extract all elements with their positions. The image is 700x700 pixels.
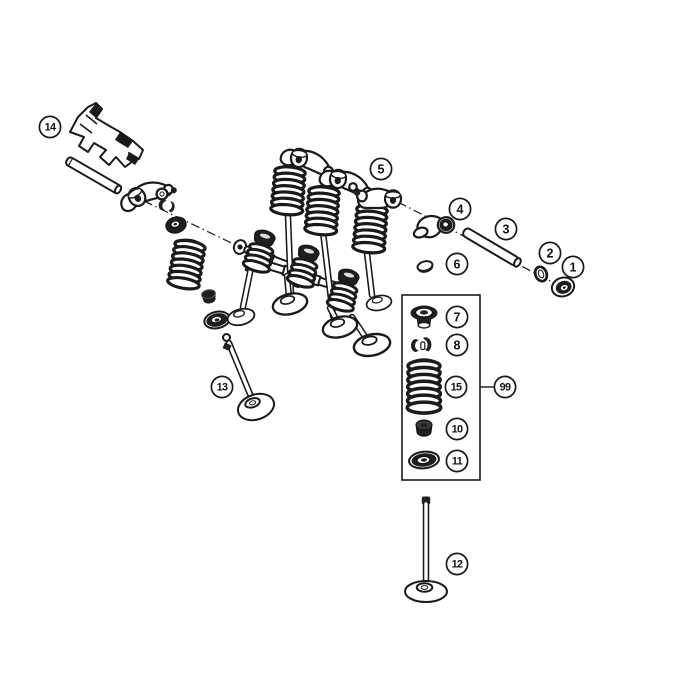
end-plug-1-part [550,276,576,298]
valve-spring-installed [268,162,309,218]
spring-seat-left [203,310,231,330]
callout-2: 2 [538,241,562,265]
valve-spring-installed [350,200,391,256]
svg-text:8: 8 [454,339,461,353]
callout-3: 3 [494,217,518,241]
assembled-valvetrain [224,145,403,361]
svg-text:15: 15 [451,382,462,394]
rocker-pin [65,156,123,195]
svg-text:5: 5 [378,163,385,177]
svg-text:2: 2 [547,247,554,261]
svg-text:1: 1 [570,261,577,275]
callout-14: 14 [38,115,62,139]
svg-text:99: 99 [500,382,511,394]
callout-layer: 14 5 4 3 2 1 6 7 8 15 10 11 99 13 12 [38,115,585,576]
rocker-arm-5-part [348,182,403,210]
valve-keepers-left [158,199,175,213]
tappet-spring-unit [324,264,365,315]
valve-13-part [222,333,276,422]
rocker-shaft-3-part [462,227,522,268]
stem-seal-left [165,216,187,234]
adjuster-ring [155,187,169,201]
callout-8: 8 [445,333,469,357]
svg-text:14: 14 [45,122,56,134]
valve-head [319,311,361,343]
svg-text:6: 6 [454,258,461,272]
valve-spring-15-part [405,357,443,415]
callout-1: 1 [561,255,585,279]
callout-4: 4 [448,197,472,221]
valve-spring-installed [302,182,343,238]
spring-seat-11-part [408,450,440,470]
svg-text:10: 10 [452,424,463,436]
callout-5: 5 [369,157,393,181]
svg-text:12: 12 [452,559,463,571]
valve-head [350,329,394,361]
callout-13: 13 [210,375,234,399]
valve-head [269,288,311,320]
valve-12-part [404,496,448,603]
svg-text:3: 3 [503,223,510,237]
valve-spring-left [165,235,209,293]
o-ring-2-part [533,265,549,283]
callout-11: 11 [445,449,469,473]
lifter-cup-left [201,289,216,304]
guide-plate-14 [69,102,144,168]
rocker-arm-4-part [412,214,456,239]
svg-text:11: 11 [452,456,463,468]
svg-text:13: 13 [217,382,228,394]
callout-12: 12 [445,552,469,576]
stem-seal-10-part [415,419,433,437]
svg-text:4: 4 [457,203,464,217]
callout-7: 7 [445,305,469,329]
shim-6-part [416,260,434,273]
valve-keepers-8-part [411,337,432,352]
callout-10: 10 [445,417,469,441]
callout-99: 99 [480,375,517,399]
valve-head [224,305,258,329]
spring-retainer-7-part [410,305,438,329]
rocker-arm-left [115,168,179,221]
callout-15: 15 [444,375,468,399]
svg-text:7: 7 [454,311,461,325]
callout-6: 6 [445,252,469,276]
